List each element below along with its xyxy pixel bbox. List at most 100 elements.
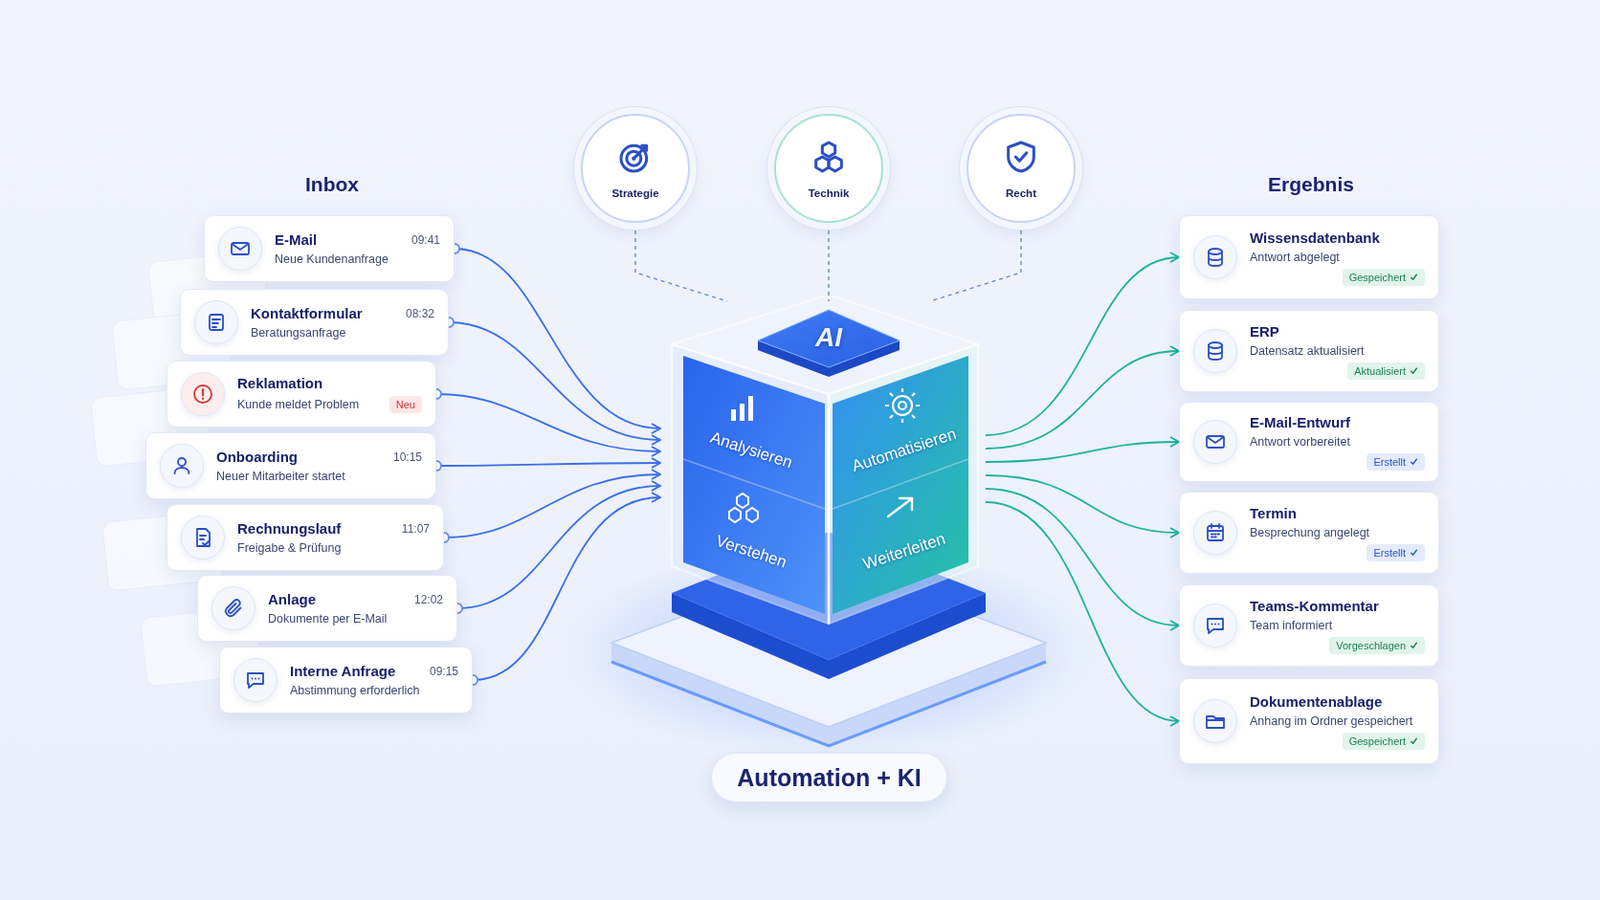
card-subtitle: Dokumente per E-Mail: [267, 612, 387, 626]
icon-shape: [1208, 342, 1223, 349]
caption-pill: Automation + KI: [711, 753, 948, 803]
time-stamp: 11:07: [401, 522, 430, 536]
card-row: Neue Kundenanfrage: [274, 252, 441, 267]
icon-shape: [1211, 623, 1214, 626]
check-icon: [1409, 641, 1419, 650]
card-row: Abstimmung erforderlich: [289, 684, 459, 698]
illustration-shape: [757, 310, 900, 368]
icon: [809, 137, 848, 180]
illustration-shape: [729, 508, 741, 523]
face-label: Verstehen: [713, 532, 790, 573]
card-body: Rechnungslauf11:07Freigabe & Prüfung: [237, 520, 430, 556]
result-card: DokumentenablageAnhang im Ordner gespeic…: [1178, 678, 1440, 765]
card-row: Reklamation: [237, 375, 423, 392]
check-icon: [1409, 548, 1419, 557]
pillar-label: Recht: [1005, 187, 1037, 200]
result-card: E-Mail-EntwurfAntwort vorbereitetErstell…: [1178, 401, 1440, 483]
illustration-shape: [731, 409, 736, 422]
column-heading: Inbox: [305, 173, 359, 197]
card-row: Freigabe & Prüfung: [237, 541, 430, 556]
icon-shape: [200, 535, 206, 540]
pillar-circle: Recht: [966, 113, 1076, 223]
card-title: Reklamation: [237, 375, 323, 392]
connector: [985, 442, 1179, 463]
card-row: Teams-Kommentar: [1249, 598, 1425, 615]
badge-text: Erstellt: [1373, 456, 1406, 468]
time-stamp: 09:41: [411, 233, 441, 247]
check-icon: [1409, 366, 1419, 376]
icon-shape: [621, 145, 647, 172]
card-row: Erstellt: [1249, 453, 1425, 471]
check-stroke: [1410, 643, 1417, 648]
illustration-shape: [888, 498, 912, 517]
face-label: Analysieren: [708, 428, 795, 473]
check-stroke: [1410, 274, 1417, 280]
result-card: ERPDatensatz aktualisiertAktualisiert: [1178, 310, 1440, 393]
connector: [985, 351, 1179, 449]
icon: [211, 586, 256, 631]
icon-shape: [1208, 248, 1223, 255]
icon-shape: [616, 137, 655, 177]
card-row: E-Mail 09:41: [274, 231, 441, 248]
icon-shape: [1208, 251, 1223, 267]
card-title: E-Mail: [274, 231, 317, 248]
icon-shape: [1203, 245, 1227, 269]
card-body: DokumentenablageAnhang im Ordner gespeic…: [1249, 693, 1425, 751]
card-body: E-Mail-EntwurfAntwort vorbereitetErstell…: [1249, 414, 1425, 471]
connector: [985, 502, 1179, 722]
connector: [454, 248, 661, 429]
new-badge: Neu: [389, 396, 423, 414]
pillar-label: Technik: [808, 187, 850, 200]
card-title: Interne Anfrage: [289, 663, 396, 680]
icon-shape: [201, 398, 204, 400]
face-label: Automatisieren: [849, 424, 959, 476]
card-body: Onboarding10:15Neuer Mitarbeiter startet: [216, 448, 423, 484]
icon-shape: [1218, 623, 1221, 626]
icon: [180, 515, 225, 560]
card-body: Interne Anfrage09:15Abstimmung erforderl…: [289, 663, 459, 698]
icon-shape: [197, 529, 210, 547]
time-stamp: 10:15: [393, 450, 423, 465]
card-row: Vorgeschlagen: [1249, 637, 1425, 655]
card-row: Neuer Mitarbeiter startet: [216, 469, 423, 484]
illustration-shape: [683, 355, 825, 615]
icon: [1193, 511, 1238, 556]
icon-shape: [231, 243, 249, 255]
inbox-card: Anlage12:02Dokumente per E-Mail: [197, 575, 458, 643]
card-row: Beratungsanfrage: [250, 326, 435, 340]
icon: [1193, 329, 1238, 374]
badge-text: Neu: [396, 399, 416, 411]
icon-shape: [1207, 437, 1224, 444]
result-card: Teams-KommentarTeam informiertVorgeschla…: [1178, 584, 1440, 667]
status-badge: Vorgeschlagen: [1329, 637, 1425, 655]
card-body: E-Mail 09:41Neue Kundenanfrage: [274, 231, 441, 267]
badge-text: Vorgeschlagen: [1335, 640, 1406, 652]
icon: [1193, 235, 1238, 280]
connector: [883, 167, 967, 170]
icon-shape: [1203, 614, 1227, 638]
face-label-wrap: AI: [815, 322, 843, 354]
icon-shape: [232, 244, 249, 250]
card-title: Termin: [1249, 505, 1297, 522]
badge-text: Erstellt: [1373, 547, 1406, 559]
icon-shape: [247, 673, 264, 689]
icon-shape: [254, 678, 257, 681]
card-body: Teams-KommentarTeam informiertVorgeschla…: [1249, 598, 1425, 655]
face-label-wrap: Analysieren: [708, 428, 796, 473]
inbox-card: Rechnungslauf11:07Freigabe & Prüfung: [166, 504, 445, 572]
check-stroke: [1410, 368, 1417, 374]
inbox-card: ReklamationKunde meldet ProblemNeu: [166, 360, 437, 428]
face-label-wrap: Weiterleiten: [860, 530, 948, 576]
icon-shape: [1214, 623, 1217, 626]
icon-shape: [1207, 524, 1223, 532]
icon-shape: [816, 156, 829, 172]
connector: [436, 394, 661, 452]
connector: [436, 463, 661, 467]
icon-shape: [1208, 345, 1223, 360]
card-title: Teams-Kommentar: [1249, 598, 1379, 615]
card-body: ERPDatensatz aktualisiertAktualisiert: [1249, 323, 1425, 380]
icon-shape: [1008, 142, 1035, 172]
inbox-card: E-Mail 09:41Neue Kundenanfrage: [203, 215, 455, 283]
